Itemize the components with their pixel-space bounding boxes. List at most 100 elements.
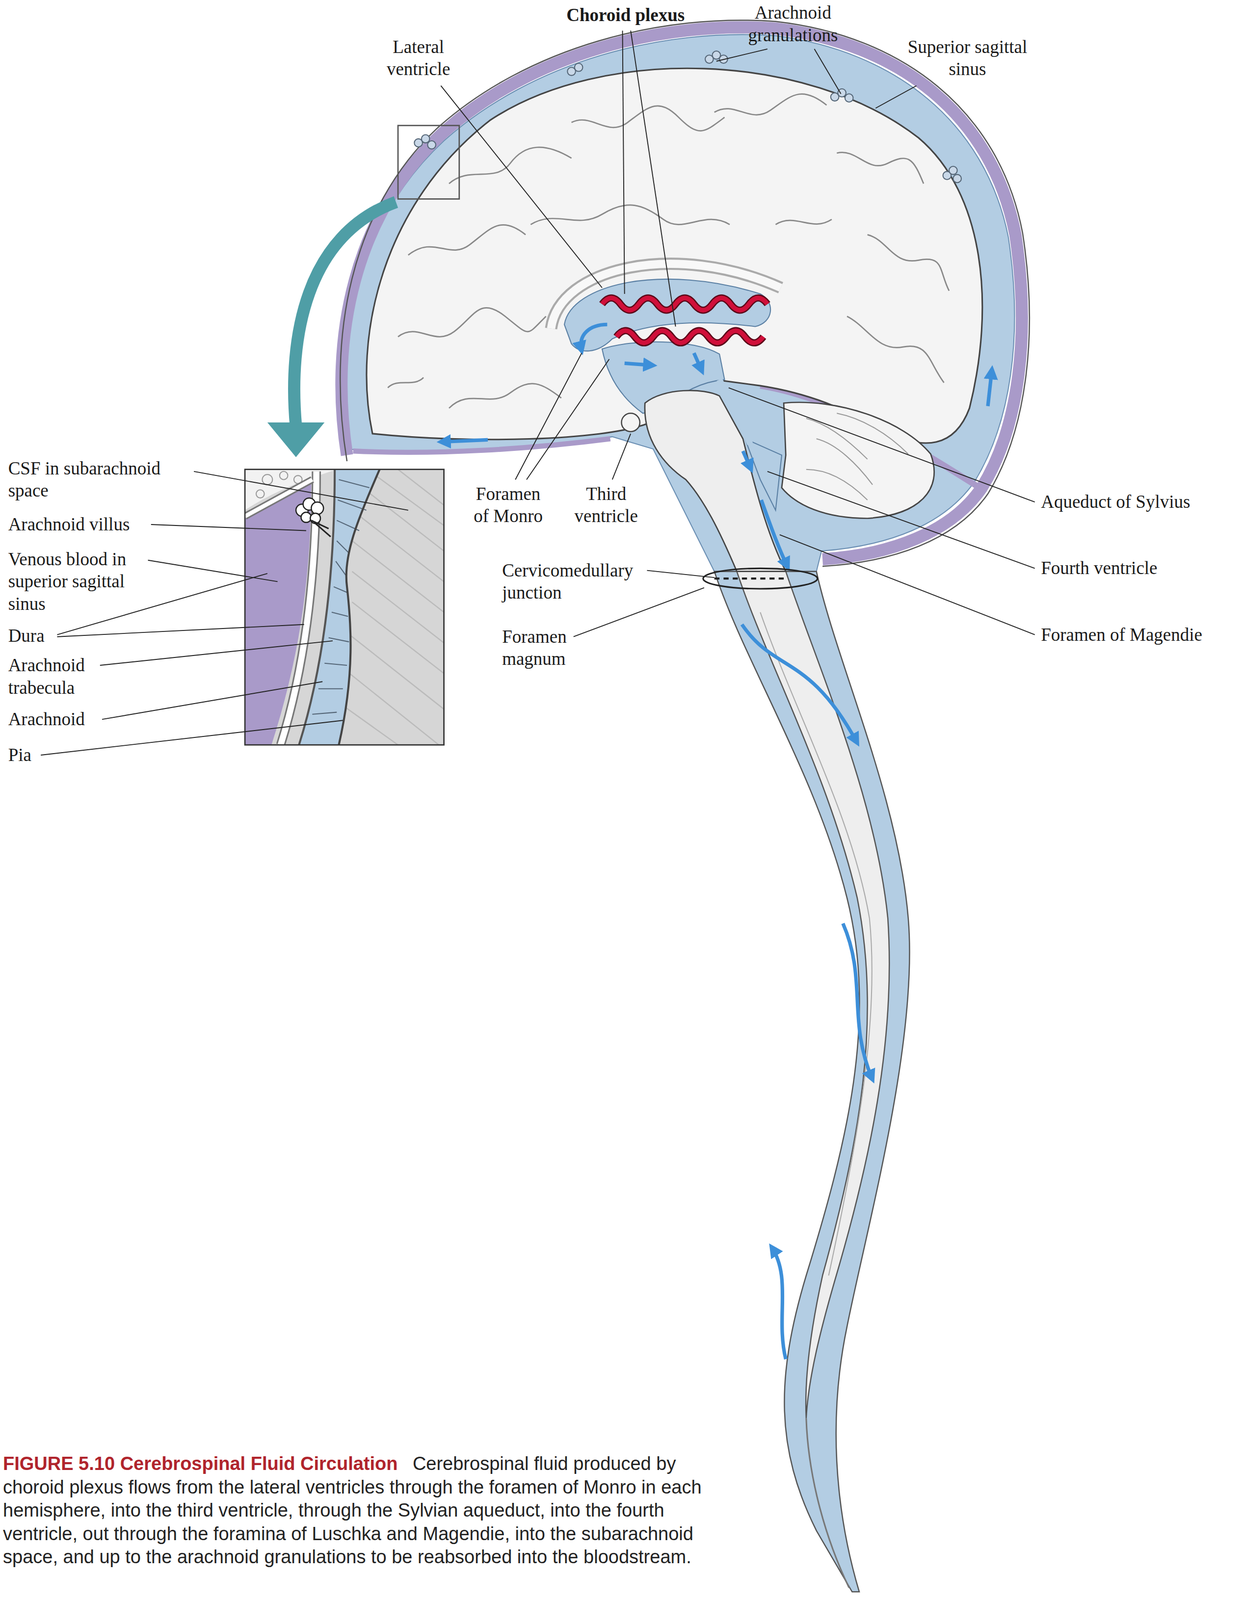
leader-lines <box>814 49 841 95</box>
inset-label: CSF in subarachnoid space <box>8 457 187 503</box>
meninges-inset <box>311 520 331 537</box>
csf-flow-arrows <box>440 439 488 442</box>
meninges-inset <box>244 469 445 746</box>
csf-flow-arrows <box>987 369 992 407</box>
gyri <box>867 234 950 291</box>
leader-lines <box>440 85 603 289</box>
figure-title: FIGURE 5.10 Cerebrospinal Fluid Circulat… <box>2 1453 398 1475</box>
leader-lines <box>875 85 917 109</box>
structure-label: Foramen of Monro <box>470 482 547 528</box>
arachnoid-granulations <box>421 134 430 144</box>
structure-label: Third ventricle <box>567 482 645 528</box>
spinal-sac <box>714 571 910 1593</box>
inset-label: Pia <box>8 743 32 767</box>
brainstem <box>621 390 786 572</box>
meninges-inset <box>244 469 445 746</box>
arachnoid-granulations <box>574 63 583 72</box>
gyri <box>836 152 924 185</box>
meninges-inset <box>338 469 380 746</box>
leader-lines <box>716 49 768 62</box>
csf-flow-arrows <box>741 624 858 743</box>
gyri <box>530 205 730 225</box>
gyri <box>387 377 424 388</box>
structure-label: Superior sagittal sinus <box>903 35 1032 81</box>
leader-lines <box>148 560 278 583</box>
choroid-plexus <box>602 297 768 311</box>
foramen-magnum-ring <box>703 568 818 589</box>
leader-lines <box>193 471 409 511</box>
csf-flow-arrows <box>581 324 608 351</box>
cerebellum <box>781 402 935 519</box>
choroid-plexus <box>616 330 764 344</box>
leader-lines <box>100 640 333 666</box>
inset-label: Arachnoid <box>8 708 85 731</box>
ventricles <box>564 279 771 351</box>
leader-lines <box>779 534 1035 636</box>
structure-label: Aqueduct of Sylvius <box>1040 490 1191 514</box>
leader-lines <box>102 681 323 720</box>
csf-flow-arrows <box>440 324 992 1360</box>
inset-label: Arachnoid villus <box>8 513 131 536</box>
spinal-cord <box>760 612 873 1276</box>
gyri <box>449 383 562 409</box>
gyri <box>846 316 945 383</box>
leader-lines <box>630 30 676 327</box>
structure-label: Foramen of Magendie <box>1040 623 1203 647</box>
gyri <box>775 219 832 225</box>
structure-label: Fourth ventricle <box>1040 556 1158 580</box>
structure-label: Choroid plexus <box>566 3 685 27</box>
structure-label: Foramen magnum <box>502 625 584 671</box>
detail-callout <box>267 422 325 458</box>
arachnoid-granulations <box>952 174 962 184</box>
figure-caption: FIGURE 5.10 Cerebrospinal Fluid Circulat… <box>2 1452 715 1570</box>
leader-lines <box>612 433 631 480</box>
cerebellum <box>806 413 909 501</box>
structure-label: Cervicomedullary junction <box>502 559 666 605</box>
cerebrum <box>366 68 983 444</box>
meninges-inset <box>244 479 313 517</box>
arachnoid-granulations <box>949 166 958 175</box>
meninges-inset <box>256 489 265 499</box>
dura-band <box>353 438 611 453</box>
inset-label: Arachnoid trabecula <box>8 654 111 699</box>
structure-label: Arachnoid granulations <box>729 1 857 47</box>
leader-lines <box>622 30 625 294</box>
choroid-plexus <box>602 297 768 311</box>
meninges-inset <box>262 474 273 485</box>
spinal-cord <box>806 1418 849 1589</box>
meninges-inset <box>244 479 312 745</box>
foramen-magnum-ring <box>703 568 818 589</box>
leader-lines <box>56 624 304 637</box>
leader-lines <box>767 471 1035 569</box>
gyri <box>397 307 547 337</box>
leader-lines <box>646 570 715 579</box>
leader-lines <box>40 720 344 756</box>
structure-label: Lateral ventricle <box>372 35 465 81</box>
brainstem <box>621 413 640 432</box>
csf-flow-arrows <box>624 363 654 366</box>
cerebrum <box>366 68 983 444</box>
detail-callout <box>267 125 460 458</box>
gyri <box>714 94 827 116</box>
inset-label: Dura <box>8 624 45 648</box>
spinal-cord <box>736 571 890 1419</box>
leader-lines <box>151 524 307 531</box>
gyri <box>408 224 526 256</box>
inset-label: Venous blood in superior sagittal sinus <box>8 548 162 616</box>
meninges-inset <box>279 471 289 480</box>
meninges-inset <box>244 469 445 746</box>
meninges-inset <box>244 469 445 746</box>
detail-callout <box>294 202 397 427</box>
csf-flow-arrows <box>843 923 873 1080</box>
csf-flow-arrows <box>693 353 703 372</box>
gyri <box>449 147 572 184</box>
meninges-inset <box>311 502 324 515</box>
leader-lines <box>573 587 705 637</box>
choroid-plexus <box>616 330 764 344</box>
arachnoid-granulations <box>427 140 436 150</box>
brainstem <box>644 390 786 572</box>
meninges-inset <box>244 479 313 517</box>
leader-lines <box>728 387 1035 503</box>
